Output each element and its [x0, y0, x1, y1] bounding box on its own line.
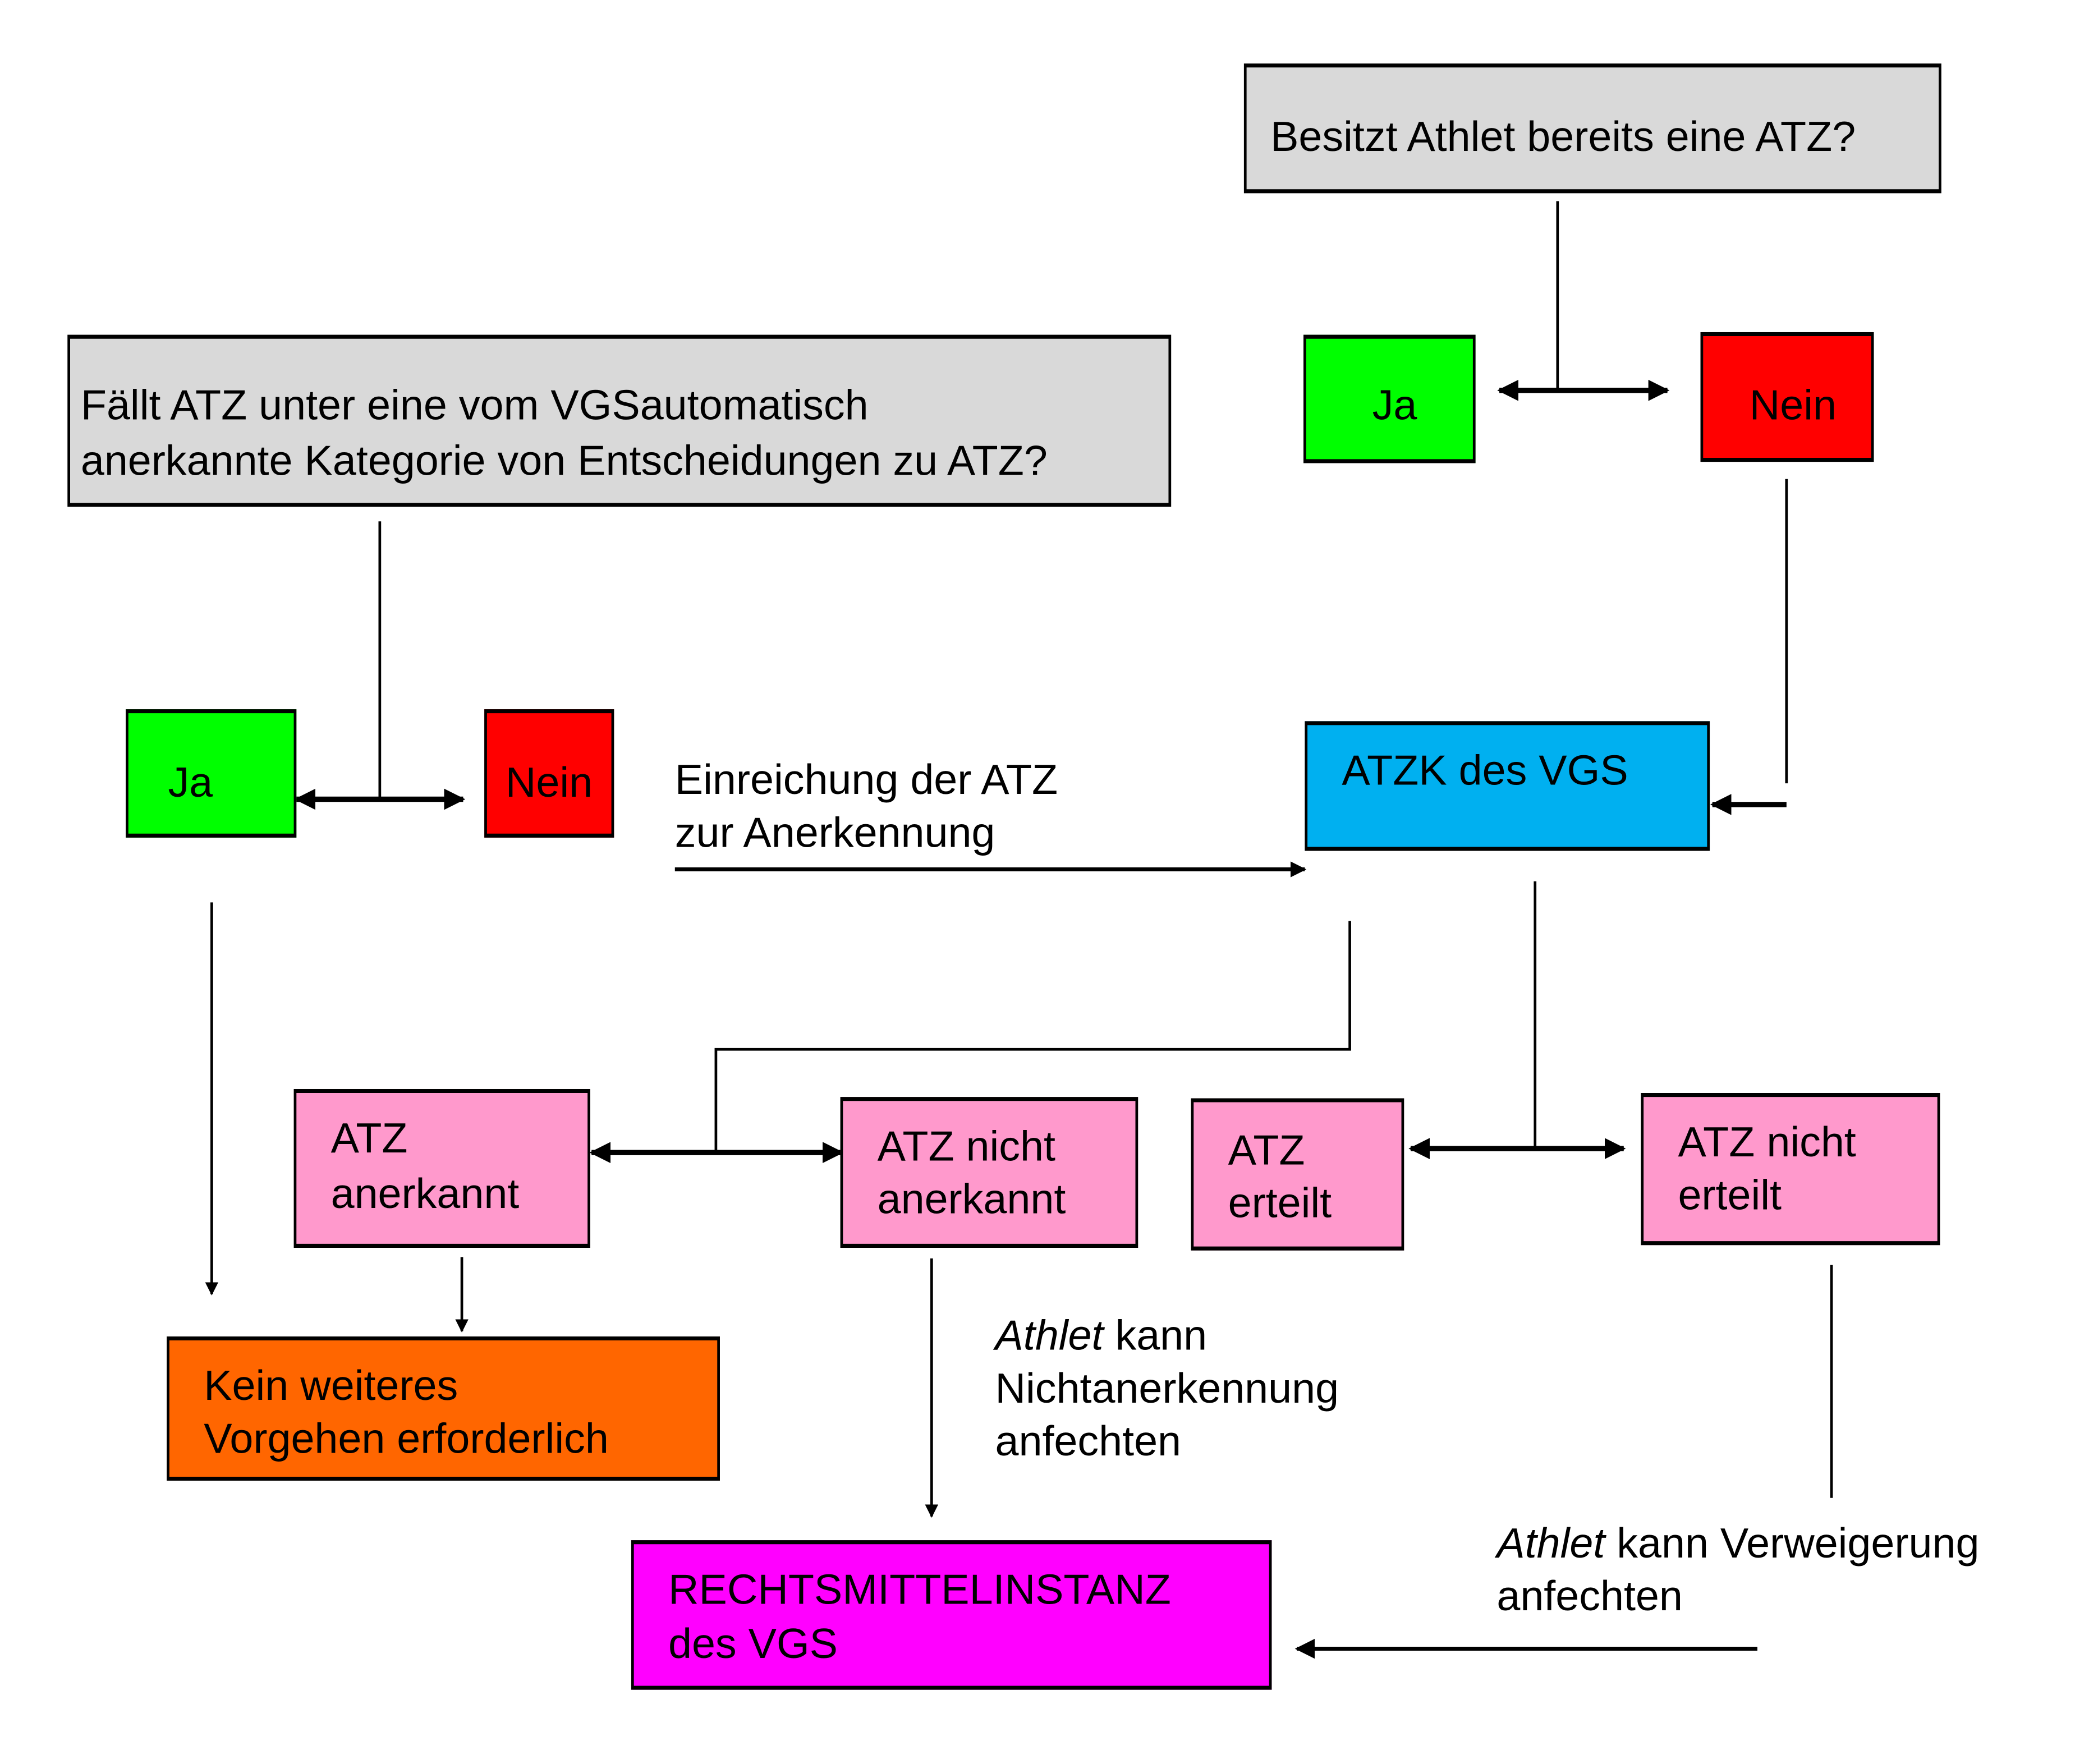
- label-anfechten-nichtanerkennung: Athlet kann Nichtanerkennung anfechten: [995, 1308, 1339, 1467]
- left-ja-text: Ja: [168, 758, 213, 806]
- kein-vorgehen-line2: Vorgehen erforderlich: [204, 1414, 609, 1463]
- atz-nicht-anerkannt-line1: ATZ nicht: [877, 1122, 1055, 1170]
- label-anfechten-nichtanerkennung-line1: Athlet kann: [995, 1308, 1339, 1361]
- atz-anerkannt-line1: ATZ: [330, 1114, 408, 1162]
- question-category: Fällt ATZ unter eine vom VGSautomatisch …: [67, 334, 1172, 507]
- top-nein-text: Nein: [1749, 381, 1837, 429]
- label-einreichung-line2: zur Anerkennung: [674, 808, 995, 856]
- label-anfechten-nichtanerkennung-line2: Nichtanerkennung: [995, 1364, 1339, 1412]
- atz-erteilt-box: ATZ erteilt: [1191, 1098, 1404, 1251]
- athlet-italic: Athlet: [995, 1311, 1104, 1359]
- top-ja-box: Ja: [1303, 334, 1476, 463]
- question-category-line2: anerkannte Kategorie von Entscheidungen …: [80, 437, 1048, 485]
- kein-vorgehen-box: Kein weiteres Vorgehen erforderlich: [167, 1336, 720, 1481]
- atz-erteilt-line1: ATZ: [1228, 1126, 1305, 1174]
- atzk-box: ATZK des VGS: [1305, 721, 1710, 851]
- atz-nicht-erteilt-line2: erteilt: [1678, 1171, 1782, 1219]
- atz-nicht-erteilt-line1: ATZ nicht: [1678, 1118, 1856, 1166]
- label-anfechten-verweigerung-line1: Athlet kann Verweigerung: [1496, 1517, 1979, 1569]
- left-nein-box: Nein: [484, 709, 614, 838]
- label-anfechten-nichtanerkennung-line3: anfechten: [995, 1417, 1182, 1465]
- athlet-italic: Athlet: [1496, 1519, 1605, 1567]
- atzk-text: ATZK des VGS: [1342, 746, 1628, 794]
- atz-anerkannt-box: ATZ anerkannt: [293, 1088, 590, 1248]
- top-nein-box: Nein: [1700, 332, 1874, 462]
- label-einreichung: Einreichung der ATZ zur Anerkennung: [675, 753, 1058, 859]
- kann-verweigerung-text: kann Verweigerung: [1605, 1519, 1980, 1567]
- atz-erteilt-line2: erteilt: [1228, 1179, 1332, 1227]
- label-anfechten-verweigerung: Athlet kann Verweigerung anfechten: [1496, 1517, 1979, 1623]
- label-anfechten-verweigerung-line2: anfechten: [1496, 1572, 1683, 1620]
- atz-nicht-anerkannt-box: ATZ nicht anerkannt: [840, 1097, 1139, 1248]
- left-nein-text: Nein: [505, 758, 593, 806]
- label-einreichung-line1: Einreichung der ATZ: [674, 755, 1058, 803]
- question-category-line1: Fällt ATZ unter eine vom VGSautomatisch: [80, 381, 869, 429]
- rechtsmittelinstanz-line2: des VGS: [668, 1619, 838, 1667]
- rechtsmittelinstanz-box: RECHTSMITTELINSTANZ des VGS: [631, 1540, 1272, 1690]
- kann-text: kann: [1103, 1311, 1208, 1359]
- top-ja-text: Ja: [1372, 381, 1417, 429]
- left-ja-box: Ja: [126, 709, 297, 838]
- atz-nicht-erteilt-box: ATZ nicht erteilt: [1641, 1093, 1940, 1246]
- rechtsmittelinstanz-line1: RECHTSMITTELINSTANZ: [668, 1565, 1171, 1613]
- atz-nicht-anerkannt-line2: anerkannt: [877, 1175, 1066, 1223]
- kein-vorgehen-line1: Kein weiteres: [204, 1361, 458, 1409]
- question-has-tue-text: Besitzt Athlet bereits eine ATZ?: [1270, 112, 1856, 160]
- question-has-tue: Besitzt Athlet bereits eine ATZ?: [1243, 63, 1941, 194]
- atz-anerkannt-line2: anerkannt: [330, 1169, 520, 1218]
- connector-atzk-left: [714, 921, 1351, 1153]
